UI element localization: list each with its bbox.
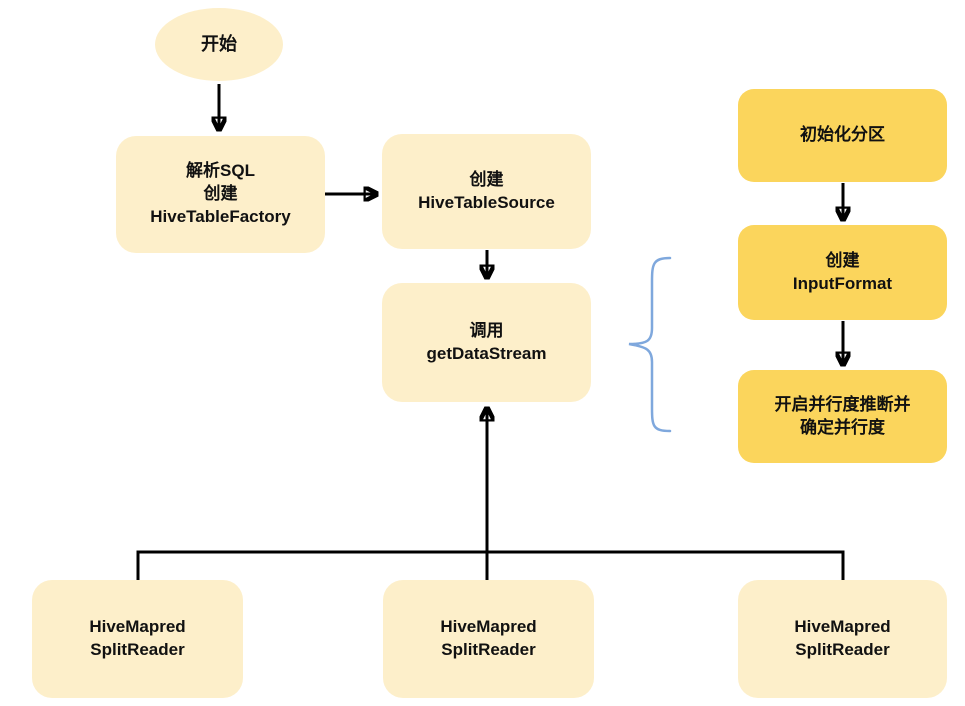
flowchart-node-create-inputformat: 创建 InputFormat xyxy=(738,225,947,320)
node-label: 创建 HiveTableSource xyxy=(418,169,555,212)
flowchart-node-splitreader-left: HiveMapred SplitReader xyxy=(32,580,243,698)
flowchart-node-parse-sql: 解析SQL 创建 HiveTableFactory xyxy=(116,136,325,253)
flowchart-node-parallelism: 开启并行度推断并 确定并行度 xyxy=(738,370,947,463)
flowchart-node-getdatastream: 调用 getDataStream xyxy=(382,283,591,402)
readers-bus-line xyxy=(136,550,845,581)
node-label: 开始 xyxy=(201,34,237,55)
node-label: HiveMapred SplitReader xyxy=(89,617,186,659)
node-label: 调用 getDataStream xyxy=(426,320,547,363)
flowchart-node-splitreader-right: HiveMapred SplitReader xyxy=(738,580,947,698)
node-label: 开启并行度推断并 确定并行度 xyxy=(774,394,911,437)
curly-brace xyxy=(628,256,672,433)
node-label: HiveMapred SplitReader xyxy=(794,617,891,659)
flowchart-node-splitreader-middle: HiveMapred SplitReader xyxy=(383,580,594,698)
node-label: 创建 InputFormat xyxy=(792,250,893,293)
node-label: 解析SQL 创建 HiveTableFactory xyxy=(150,161,291,226)
node-label: 初始化分区 xyxy=(800,125,885,145)
flowchart-node-create-hivetablesource: 创建 HiveTableSource xyxy=(382,134,591,249)
flowchart-node-init-partition: 初始化分区 xyxy=(738,89,947,182)
node-label: HiveMapred SplitReader xyxy=(440,617,537,659)
flowchart-node-start: 开始 xyxy=(155,8,283,81)
